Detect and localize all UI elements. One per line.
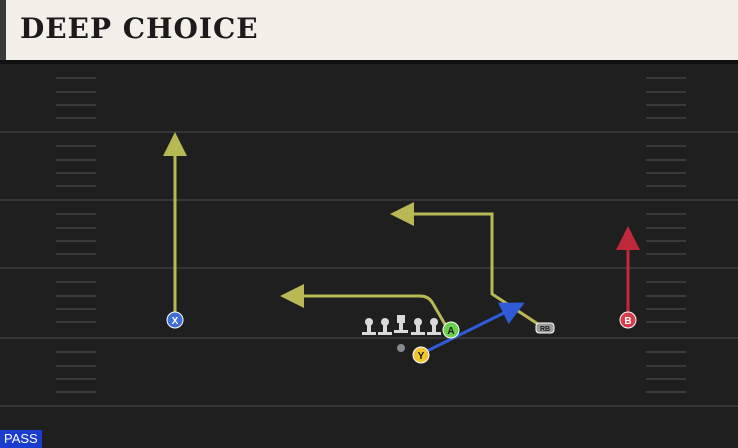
player-rb-label: RB <box>540 326 550 333</box>
player-x-label: X <box>172 316 179 327</box>
quarterback-icon <box>397 344 405 352</box>
football-field: X A Y B RB <box>0 77 738 407</box>
offensive-line <box>362 315 441 335</box>
player-x[interactable]: X <box>166 311 184 329</box>
play-type-badge: PASS <box>0 430 42 448</box>
player-y[interactable]: Y <box>412 346 430 364</box>
player-b[interactable]: B <box>619 311 637 329</box>
lineman-icon <box>378 318 392 335</box>
route-a-out <box>280 284 448 327</box>
player-a[interactable]: A <box>442 321 460 339</box>
player-y-label: Y <box>418 351 425 362</box>
player-a-label: A <box>447 326 454 337</box>
play-title: DEEP CHOICE <box>20 12 259 45</box>
player-b-label: B <box>624 316 631 327</box>
play-title-bar: DEEP CHOICE <box>0 0 738 60</box>
player-rb[interactable]: RB <box>535 322 555 334</box>
route-y-flat <box>420 302 525 356</box>
lineman-icon <box>427 318 441 335</box>
hash-marks-left <box>56 77 96 393</box>
yard-lines <box>0 131 738 407</box>
route-rb-wheel <box>390 202 542 328</box>
hash-marks-right <box>646 77 686 393</box>
center-icon <box>394 315 408 333</box>
lineman-icon <box>362 318 376 335</box>
lineman-icon <box>411 318 425 335</box>
title-bar-shadow <box>0 60 738 64</box>
